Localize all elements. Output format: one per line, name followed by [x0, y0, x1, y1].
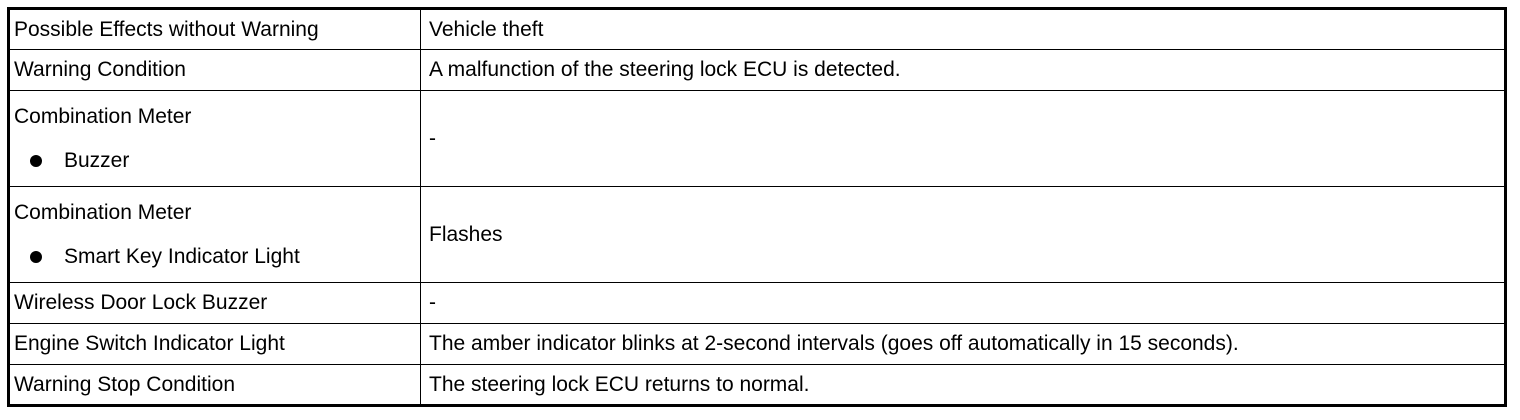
- row-value: -: [429, 291, 436, 314]
- bullet-icon: [30, 154, 42, 167]
- table-row: Wireless Door Lock Buzzer -: [8, 282, 1506, 324]
- row-value-cell: -: [420, 282, 1506, 324]
- row-label: Wireless Door Lock Buzzer: [14, 291, 268, 314]
- row-label-cell: Warning Condition: [8, 49, 421, 91]
- table-row: Combination Meter Smart Key Indicator Li…: [8, 186, 1506, 283]
- row-value: A malfunction of the steering lock ECU i…: [429, 58, 901, 81]
- row-label-cell: Wireless Door Lock Buzzer: [8, 282, 421, 324]
- row-value-cell: Flashes: [420, 186, 1506, 283]
- row-label-cell: Possible Effects without Warning: [8, 8, 421, 50]
- bullet-icon: [30, 250, 42, 263]
- row-value-cell: The amber indicator blinks at 2-second i…: [420, 323, 1506, 365]
- row-sub-label: Smart Key Indicator Light: [64, 244, 300, 268]
- row-label-cell: Engine Switch Indicator Light: [8, 323, 421, 365]
- row-label-cell: Warning Stop Condition: [8, 364, 421, 406]
- row-sub-label-item: Buzzer: [14, 149, 420, 173]
- row-value: The amber indicator blinks at 2-second i…: [429, 332, 1239, 355]
- row-sub-label-item: Smart Key Indicator Light: [14, 245, 420, 269]
- row-label: Engine Switch Indicator Light: [14, 332, 285, 355]
- row-label: Warning Stop Condition: [14, 372, 236, 396]
- row-value-cell: The steering lock ECU returns to normal.: [420, 364, 1506, 406]
- row-value-cell: Vehicle theft: [420, 8, 1506, 50]
- row-sub-label: Buzzer: [64, 148, 130, 172]
- row-label: Warning Condition: [14, 58, 186, 81]
- warning-spec-table: Possible Effects without Warning Vehicle…: [7, 7, 1507, 407]
- table-row: Warning Condition A malfunction of the s…: [8, 49, 1506, 91]
- table-row: Warning Stop Condition The steering lock…: [8, 364, 1506, 406]
- row-value-cell: A malfunction of the steering lock ECU i…: [420, 49, 1506, 91]
- row-label: Combination Meter: [14, 200, 192, 224]
- row-label-cell: Combination Meter Smart Key Indicator Li…: [8, 186, 421, 283]
- row-value-cell: -: [420, 90, 1506, 187]
- row-value: -: [429, 126, 436, 150]
- row-value: Vehicle theft: [429, 17, 544, 41]
- row-label-cell: Combination Meter Buzzer: [8, 90, 421, 187]
- table-row: Engine Switch Indicator Light The amber …: [8, 323, 1506, 365]
- row-value: The steering lock ECU returns to normal.: [429, 372, 810, 396]
- table-row: Possible Effects without Warning Vehicle…: [8, 8, 1506, 50]
- table-row: Combination Meter Buzzer -: [8, 90, 1506, 187]
- row-value: Flashes: [429, 222, 503, 246]
- row-label: Combination Meter: [14, 104, 192, 128]
- row-label: Possible Effects without Warning: [14, 17, 319, 41]
